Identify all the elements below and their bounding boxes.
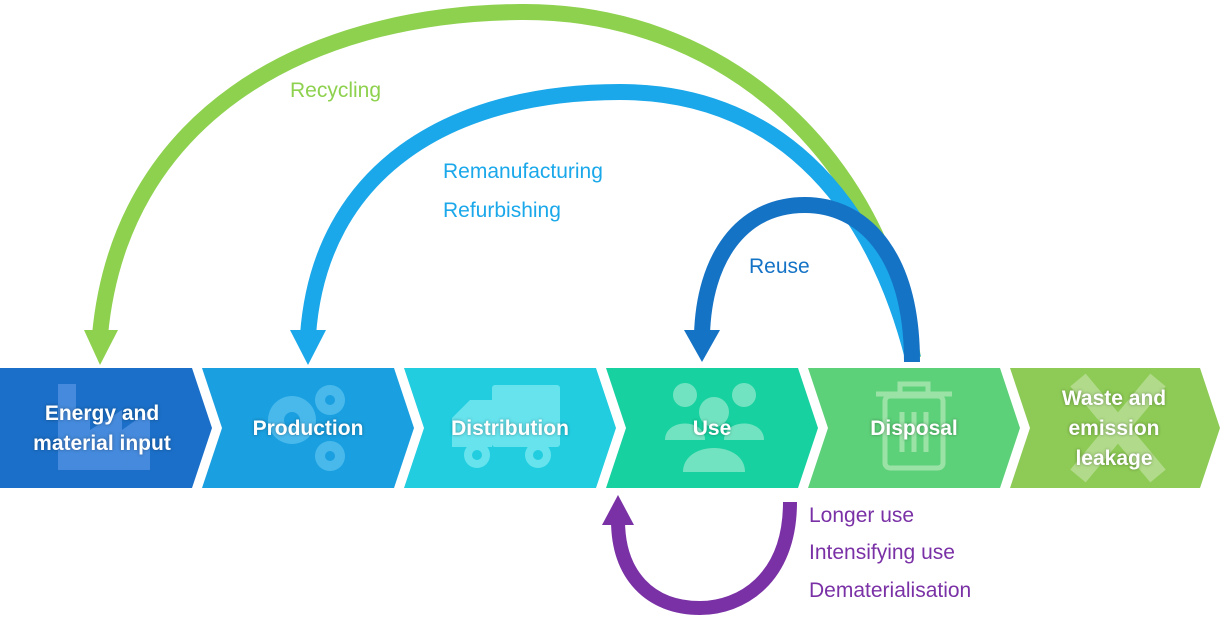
remanufacturing-arrowhead: [290, 330, 326, 365]
use-loop-arrowhead: [602, 495, 634, 525]
truck-icon: [452, 385, 560, 468]
cross-icon: [1070, 373, 1166, 483]
remanufacturing-label: Remanufacturing: [443, 160, 603, 183]
stage-label-use: Use: [692, 417, 732, 440]
recycling-arrowhead: [84, 330, 118, 365]
reuse-label: Reuse: [749, 255, 810, 278]
stage-label-distribution: Distribution: [451, 417, 569, 440]
stage-label-production: Production: [252, 417, 364, 440]
dematerialisation-label: Dematerialisation: [809, 579, 972, 602]
recycling-label: Recycling: [290, 79, 382, 102]
stage-label-energy: Energy and material input: [33, 402, 171, 455]
refurbishing-label: Refurbishing: [443, 199, 561, 222]
stage-use-chevron: [606, 368, 818, 488]
factory-icon: [58, 384, 150, 470]
recycling-arrow: [92, 3, 921, 360]
trash-bin-icon: [876, 381, 952, 471]
remanufacturing-arrow: [300, 83, 921, 360]
stage-label-waste: Waste and emission leakage: [1061, 387, 1167, 470]
intensifying-use-label: Intensifying use: [809, 541, 955, 564]
longer-use-label: Longer use: [809, 504, 915, 527]
gears-icon: [268, 385, 345, 471]
people-icon: [665, 383, 764, 472]
reuse-arrowhead: [684, 330, 720, 362]
use-loop-arrow: [611, 501, 797, 616]
reuse-arrow: [694, 196, 920, 363]
stage-label-disposal: Disposal: [870, 417, 958, 440]
